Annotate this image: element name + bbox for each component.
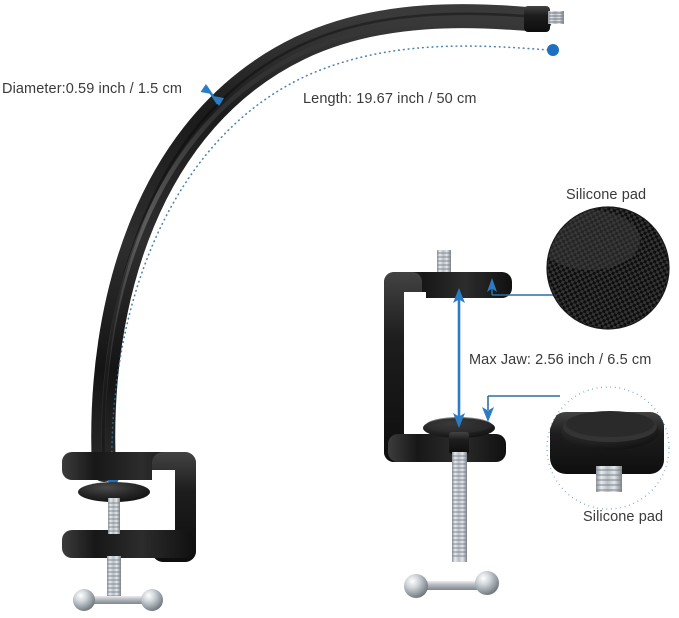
silicone-pad-top-label: Silicone pad xyxy=(566,187,647,203)
callout-circle-top-silicone-pad xyxy=(546,206,670,330)
length-label: Length: 19.67 inch / 50 cm xyxy=(303,91,477,107)
callout-circle-bottom-silicone-pad xyxy=(546,386,670,510)
diameter-arrow xyxy=(200,84,224,106)
diameter-label: Diameter:0.59 inch / 1.5 cm xyxy=(2,81,182,97)
callout-leader-bottom xyxy=(482,395,560,422)
max-jaw-arrow xyxy=(453,288,465,428)
right-handle-ball-a xyxy=(404,574,428,598)
left-handle-ball-a xyxy=(73,589,95,611)
left-clamp-assembly xyxy=(62,452,196,611)
left-clamp-pad xyxy=(78,482,150,502)
silicone-pad-bottom-label: Silicone pad xyxy=(583,509,664,525)
length-end-dot xyxy=(547,44,559,56)
gooseneck-arm xyxy=(91,4,552,482)
right-clamp-screw xyxy=(452,452,467,562)
right-handle-ball-b xyxy=(475,571,499,595)
right-clamp-bottom-jaw xyxy=(388,434,506,462)
max-jaw-label: Max Jaw: 2.56 inch / 6.5 cm xyxy=(469,352,652,368)
right-handle-bar xyxy=(412,581,490,590)
gooseneck-tip xyxy=(524,6,564,32)
callout-leader-top xyxy=(487,278,560,296)
left-handle-ball-b xyxy=(141,589,163,611)
length-measure-arc xyxy=(107,44,559,485)
left-clamp-screw xyxy=(107,556,121,600)
right-clamp-assembly xyxy=(384,250,512,598)
left-handle-bar xyxy=(80,596,148,604)
right-clamp-top-jaw xyxy=(394,272,512,298)
